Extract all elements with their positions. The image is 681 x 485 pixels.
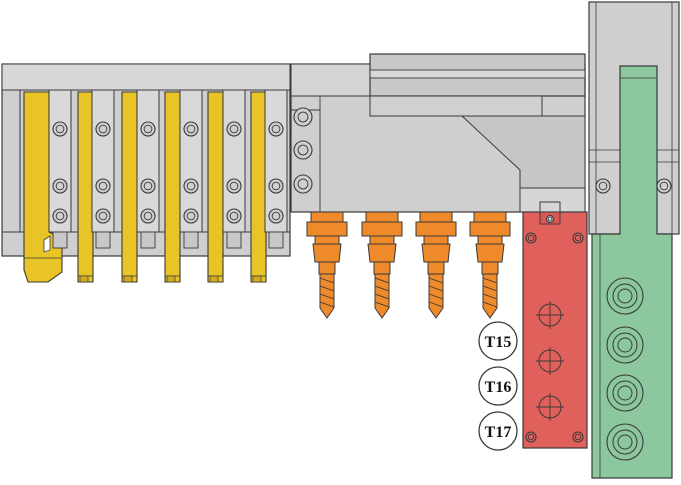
screw-icon [525, 232, 537, 244]
screw-icon [52, 208, 68, 224]
screw-icon [572, 232, 584, 244]
tool-label-t15: T15 [478, 321, 518, 361]
tool-label-t17: T17 [478, 411, 518, 451]
screw-icon [545, 214, 555, 224]
turning-tool-shank [77, 91, 94, 283]
screw-icon [140, 121, 156, 137]
green-block-details [595, 178, 672, 461]
crosshair-icon [536, 347, 564, 375]
screw-icon [268, 178, 284, 194]
screw-icon [140, 208, 156, 224]
left-block-top-band [1, 63, 291, 91]
clamp-foot [183, 231, 199, 249]
clamp-foot [95, 231, 111, 249]
screw-icon [183, 121, 199, 137]
screw-icon [140, 178, 156, 194]
screw-icon [226, 121, 242, 137]
tool-label-t17-text: T17 [485, 424, 512, 441]
screw-icon [226, 208, 242, 224]
center-screw-group [293, 107, 313, 194]
screw-icon [656, 178, 672, 194]
green-block [591, 65, 673, 479]
clamp-foot [268, 231, 284, 249]
tool-label-t16-text: T16 [485, 379, 512, 396]
bore-icon [606, 374, 644, 412]
turning-tool-shank [164, 91, 181, 283]
clamp-foot [226, 231, 242, 249]
center-block [290, 53, 586, 213]
screw-icon [293, 140, 313, 160]
tool-label-t15-text: T15 [485, 334, 512, 351]
screw-icon [572, 431, 584, 443]
crosshair-icon [536, 393, 564, 421]
screw-icon [95, 178, 111, 194]
screw-icon [52, 178, 68, 194]
screw-icon [595, 178, 611, 194]
bore-icon [606, 277, 644, 315]
screw-icon [183, 208, 199, 224]
screw-icon [183, 178, 199, 194]
screw-icon [95, 208, 111, 224]
clamp-foot [52, 231, 68, 249]
turning-tool-shank [121, 91, 138, 283]
screw-icon [226, 178, 242, 194]
drill-group [306, 211, 511, 319]
collet-drill [415, 211, 457, 319]
tool-label-t16: T16 [478, 366, 518, 406]
red-holder-details [525, 214, 584, 443]
yellow-tool-group [23, 91, 267, 283]
screw-icon [268, 208, 284, 224]
crosshair-icon [536, 301, 564, 329]
insert-tip [43, 235, 51, 253]
screw-icon [293, 107, 313, 127]
clamp-foot [140, 231, 156, 249]
turning-tool-shank [207, 91, 224, 283]
tool-label-group: T15 T16 T17 [478, 321, 518, 451]
screw-icon [293, 174, 313, 194]
bore-icon [606, 423, 644, 461]
bore-icon [606, 326, 644, 364]
screw-icon [525, 431, 537, 443]
clamp-bar-group [48, 89, 288, 249]
screw-icon [268, 121, 284, 137]
collet-drill [306, 211, 348, 319]
turning-tool-shank [250, 91, 267, 283]
green-block-body [591, 65, 673, 479]
screw-icon [95, 121, 111, 137]
collet-drill [361, 211, 403, 319]
collet-drill [469, 211, 511, 319]
screw-icon [52, 121, 68, 137]
